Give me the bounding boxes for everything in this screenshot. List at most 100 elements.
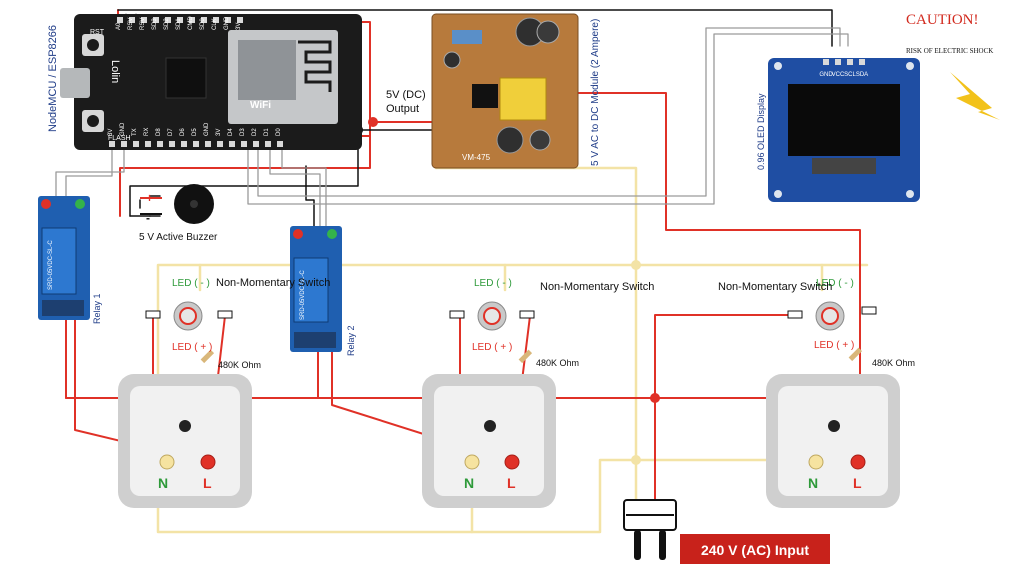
nodemcu-top-pin-label: RSV	[128, 18, 134, 30]
switch-1-led-minus-label: LED ( - )	[172, 278, 210, 289]
socket-1-live-label: L	[203, 475, 212, 491]
switch-2-led-minus-label: LED ( - )	[474, 278, 512, 289]
oled-screen	[788, 84, 900, 156]
capacitor-3	[496, 126, 524, 154]
socket-3-live-hole	[850, 454, 866, 470]
nodemcu-bottom-pin-label: GND	[120, 122, 126, 136]
oled-pin	[823, 59, 829, 65]
nodemcu-bottom-pin-label: D2	[252, 128, 258, 136]
nodemcu-top-pin-label: SD3	[152, 18, 158, 30]
nodemcu-bottom-pin-label: D6	[180, 128, 186, 136]
capacitor-2	[536, 20, 560, 44]
nodemcu-bottom-pin-label: GND	[204, 122, 210, 136]
junction-neutral-top	[631, 260, 641, 270]
relay-2-marking: SRD-05VDC-SL-C	[300, 270, 306, 320]
oled-mount-hole	[774, 62, 782, 70]
switch-1-label: Non-Momentary Switch	[216, 277, 330, 289]
socket-2-live-hole	[504, 454, 520, 470]
nodemcu-top-pin	[141, 17, 147, 23]
junction-neutral-bottom	[631, 455, 641, 465]
nodemcu-bottom-pin-label: 3V	[216, 129, 222, 136]
nodemcu-bottom-pin	[133, 141, 139, 147]
nodemcu-top-pin-label: RSV	[140, 18, 146, 30]
ac-input-badge	[680, 534, 830, 564]
nodemcu-bottom-pin-label: D4	[228, 128, 234, 136]
socket-3: N L	[766, 374, 900, 508]
relay-1-power-led	[75, 199, 85, 209]
nodemcu-bottom-pin-label: D1	[264, 128, 270, 136]
relay-2-power-led	[327, 229, 337, 239]
nodemcu-bottom-pin	[193, 141, 199, 147]
resistor-1	[200, 349, 215, 364]
flash-button-cap	[87, 115, 99, 127]
nodemcu-top-pin	[213, 17, 219, 23]
nodemcu-top-pin	[117, 17, 123, 23]
nodemcu-top-pin	[237, 17, 243, 23]
nodemcu-side-label: NodeMCU / ESP8266	[47, 25, 59, 132]
ac-plug	[623, 499, 677, 560]
socket-2-neutral-label: N	[464, 475, 474, 491]
nodemcu-top-pin	[165, 17, 171, 23]
nodemcu-bottom-pin	[217, 141, 223, 147]
caution-title: CAUTION!	[906, 12, 979, 28]
nodemcu-top-pin	[129, 17, 135, 23]
switch-group-2: LED ( - ) Non-Momentary Switch LED ( + )…	[449, 278, 654, 368]
relay-1: SRD-05VDC-SL-C	[38, 196, 90, 320]
socket-2-live-label: L	[507, 475, 516, 491]
oled-side-label: 0.96 OLED Display	[756, 93, 766, 170]
resistor-3-label: 480K Ohm	[872, 358, 915, 368]
switch-3-led-plus-label: LED ( + )	[814, 340, 854, 351]
switch-1-led-plus-label: LED ( + )	[172, 342, 212, 353]
socket-1-face	[130, 386, 240, 496]
relay-2: SRD-05VDC-SL-C	[290, 226, 342, 352]
oled-mount-hole	[906, 190, 914, 198]
board-wifi-text: WiFi	[250, 100, 271, 111]
nodemcu-top-pin-label: SD1	[176, 18, 182, 30]
nodemcu-top-pin-label: CLK	[212, 18, 218, 30]
nodemcu-bottom-pin	[229, 141, 235, 147]
nodemcu-bottom-pin	[121, 141, 127, 147]
buzzer-hole	[190, 200, 198, 208]
relay-1-status-led	[41, 199, 51, 209]
buzzer-minus-sign: -	[146, 211, 150, 225]
socket-1-live-hole	[200, 454, 216, 470]
relay-1-terminal-block	[42, 300, 84, 316]
switch-1-terminal-right	[217, 310, 233, 319]
nodemcu-bottom-pin-label: D0	[276, 128, 282, 136]
fuse	[452, 30, 482, 44]
socket-3-live-label: L	[853, 475, 862, 491]
relay-2-terminal-block	[294, 332, 336, 348]
nodemcu-bottom-pin-label: D7	[168, 128, 174, 136]
nodemcu-top-pin-label: A0	[116, 22, 122, 30]
nodemcu-bottom-pin	[157, 141, 163, 147]
oled-pin	[835, 59, 841, 65]
capacitor-5	[443, 51, 461, 69]
resistor-2	[518, 349, 533, 364]
buzzer-label: 5 V Active Buzzer	[139, 232, 218, 243]
junction-live	[650, 393, 660, 403]
oled-mount-hole	[906, 62, 914, 70]
oled-pin	[847, 59, 853, 65]
socket-3-earth-hole	[828, 420, 840, 432]
switch-3-terminal-right	[861, 306, 877, 315]
ac-input-label: 240 V (AC) Input	[701, 542, 809, 558]
nodemcu-bottom-pin	[181, 141, 187, 147]
oled-pin-label: GND	[819, 72, 833, 78]
nodemcu-bottom-pin-label: D3	[240, 128, 246, 136]
switch-2-led-ring	[483, 307, 501, 325]
nodemcu-bottom-pin-label: TX	[132, 128, 138, 136]
nodemcu-top-pin	[225, 17, 231, 23]
oled-pin-label: SCL	[844, 72, 856, 78]
switch-1-led-ring	[179, 307, 197, 325]
power-output-label-line2: Output	[386, 103, 419, 115]
nodemcu-bottom-pin-label: D5	[192, 128, 198, 136]
plug-pin-left	[634, 530, 641, 560]
nodemcu-bottom-pin-label: 3V	[108, 129, 114, 136]
board-brand-text: Lolin	[109, 60, 121, 83]
nodemcu-top-pin-label: CMD	[188, 16, 194, 30]
nodemcu-bottom-pin	[265, 141, 271, 147]
plug-pin-right	[659, 530, 666, 560]
resistor-3	[848, 347, 863, 362]
socket-3-neutral-hole	[808, 454, 824, 470]
flash-button-label: FLASH	[108, 135, 131, 142]
